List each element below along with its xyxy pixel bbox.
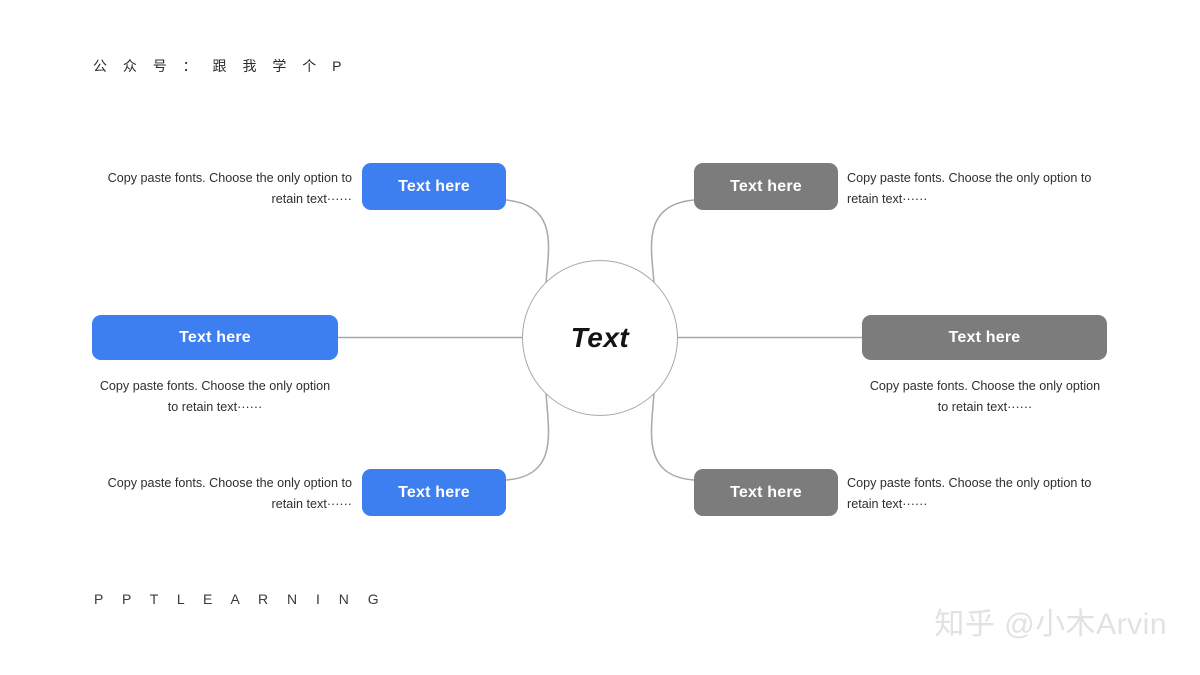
node-button-top-left[interactable]: Text here: [362, 163, 506, 210]
node-description-top-right: Copy paste fonts. Choose the only option…: [847, 171, 1092, 206]
central-hub-circle: Text: [522, 260, 678, 416]
node-button-top-right[interactable]: Text here: [694, 163, 838, 210]
connector-bottom-right: [650, 391, 695, 481]
central-hub-label: Text: [570, 322, 630, 353]
footer-label: P P T L E A R N I N G: [94, 591, 387, 607]
node-button-bottom-right[interactable]: Text here: [694, 469, 838, 516]
node-description-middle-left: Copy paste fonts. Choose the only option…: [99, 379, 331, 414]
node-button-bottom-left[interactable]: Text here: [362, 469, 506, 516]
watermark: 知乎 @小木Arvin: [934, 608, 1167, 641]
page-title: 公 众 号 ： 跟 我 学 个 P: [93, 58, 348, 74]
connector-top-right: [650, 199, 695, 285]
node-button-middle-left[interactable]: Text here: [92, 315, 338, 360]
node-description-middle-right: Copy paste fonts. Choose the only option…: [869, 379, 1101, 414]
node-description-bottom-right: Copy paste fonts. Choose the only option…: [847, 476, 1092, 511]
node-description-top-left: Copy paste fonts. Choose the only option…: [107, 171, 352, 206]
connector-bottom-left: [505, 391, 550, 481]
connector-top-left: [505, 199, 550, 285]
node-description-bottom-left: Copy paste fonts. Choose the only option…: [107, 476, 352, 511]
node-button-middle-right[interactable]: Text here: [862, 315, 1107, 360]
